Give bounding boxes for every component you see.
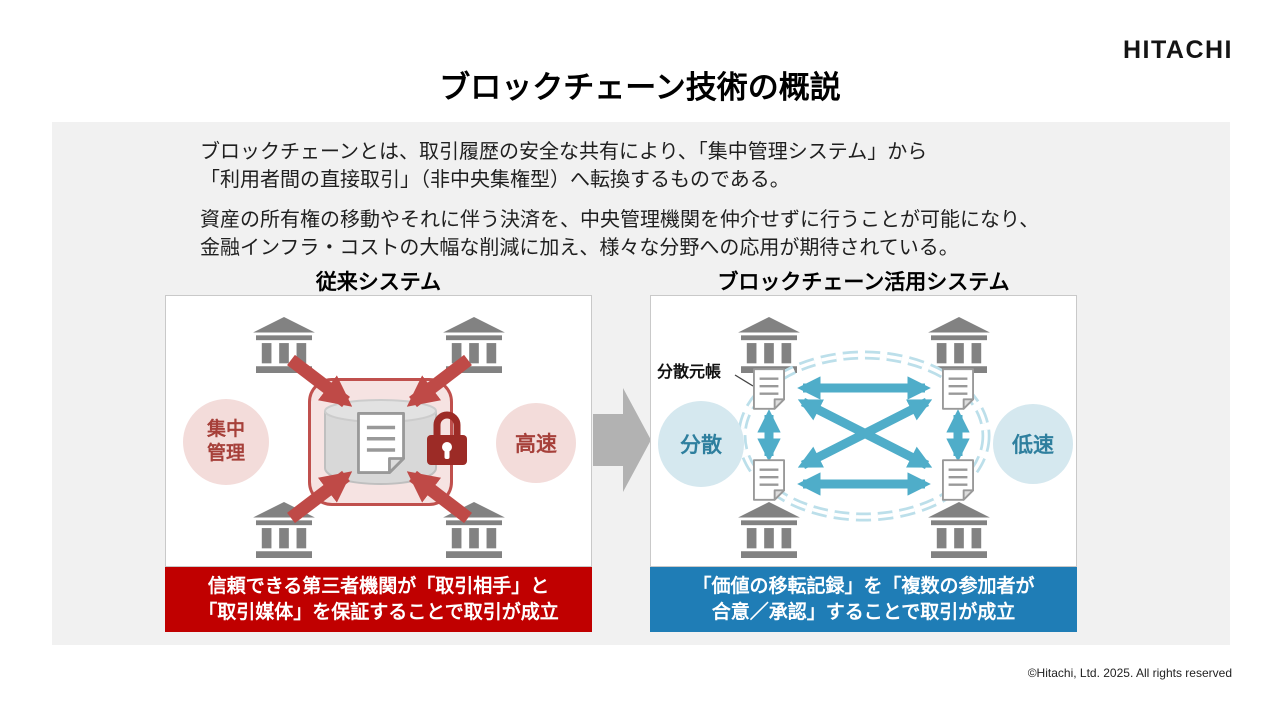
- legacy-system-header: 従来システム: [315, 271, 442, 294]
- distributed-ledger-label: 分散元帳: [657, 364, 722, 381]
- ledger-document-icon: [753, 368, 785, 410]
- centralized-management-badge: 集中管理: [183, 399, 269, 485]
- intro-p2-line1: 資産の所有権の移動やそれに伴う決済を、中央管理機関を仲介せずに行うことが可能にな…: [200, 209, 1040, 231]
- intro-paragraph-2: 資産の所有権の移動やそれに伴う決済を、中央管理機関を仲介せずに行うことが可能にな…: [200, 206, 1039, 262]
- ledger-document-icon: [753, 459, 785, 501]
- legacy-summary-banner: 信頼できる第三者機関が「取引相手」と「取引媒体」を保証することで取引が成立: [165, 567, 592, 632]
- transition-arrow-icon: [593, 388, 651, 492]
- badge-line1: 集中: [206, 419, 245, 440]
- ledger-document-icon: [942, 368, 974, 410]
- page-title: ブロックチェーン技術の概説: [439, 70, 841, 105]
- content-panel: ブロックチェーンとは、取引履歴の安全な共有により、「集中管理システム」から「利用…: [52, 122, 1230, 645]
- intro-p1-line2: 「利用者間の直接取引」（非中央集権型）へ転換するものである。: [200, 169, 790, 191]
- distributed-badge: 分散: [658, 401, 744, 487]
- blockchain-system-section: ブロックチェーン活用システム: [650, 266, 1077, 632]
- lock-icon: [427, 411, 467, 465]
- legacy-system-section: 従来システム: [165, 266, 592, 632]
- intro-paragraph-1: ブロックチェーンとは、取引履歴の安全な共有により、「集中管理システム」から「利用…: [200, 138, 1039, 194]
- low-speed-badge: 低速: [993, 404, 1073, 484]
- banner-line1: 「価値の移転記録」を「複数の参加者が: [692, 575, 1035, 597]
- badge-line2: 管理: [206, 443, 245, 464]
- intro-p1-line1: ブロックチェーンとは、取引履歴の安全な共有により、「集中管理システム」から: [200, 141, 928, 163]
- banner-line2: 合意／承認」することで取引が成立: [711, 601, 1016, 623]
- banner-line2: 「取引媒体」を保証することで取引が成立: [198, 601, 559, 623]
- banner-line1: 信頼できる第三者機関が「取引相手」と: [207, 575, 550, 597]
- ledger-document-icon: [942, 459, 974, 501]
- blockchain-system-header: ブロックチェーン活用システム: [717, 271, 1010, 294]
- legacy-system-diagram: 集中管理 高速: [165, 295, 592, 567]
- intro-text: ブロックチェーンとは、取引履歴の安全な共有により、「集中管理システム」から「利用…: [200, 138, 1039, 274]
- blockchain-summary-banner: 「価値の移転記録」を「複数の参加者が合意／承認」することで取引が成立: [650, 567, 1077, 632]
- hitachi-logo: HITACHI: [1122, 36, 1233, 64]
- high-speed-badge: 高速: [496, 403, 576, 483]
- intro-p2-line2: 金融インフラ・コストの大幅な削減に加え、様々な分野への応用が期待されている。: [200, 237, 959, 259]
- centralized-arrows-graphic: [287, 354, 472, 524]
- ledger-pointer-line: [734, 374, 754, 387]
- blockchain-system-diagram: 分散元帳 分散 低速: [650, 295, 1077, 567]
- copyright-text: ©Hitachi, Ltd. 2025. All rights reserved: [1027, 666, 1232, 680]
